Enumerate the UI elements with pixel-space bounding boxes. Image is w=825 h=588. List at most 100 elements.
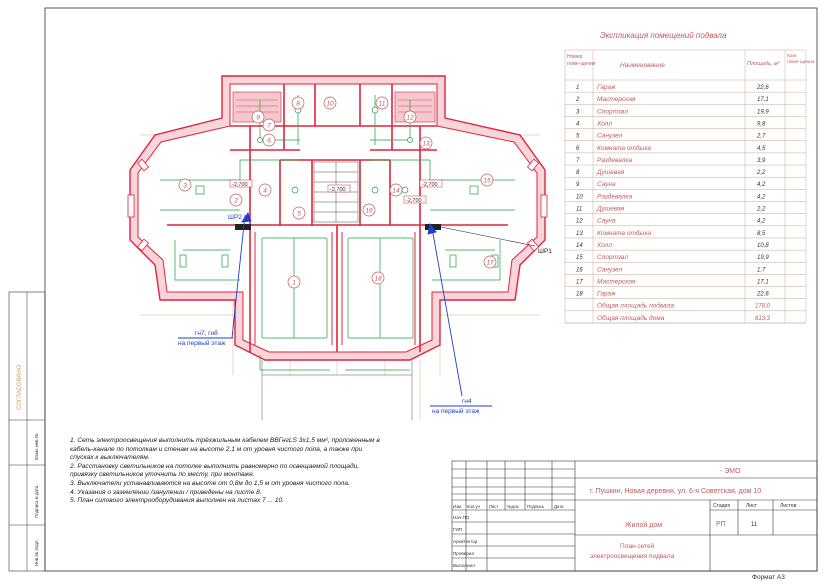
room-number-label: 4 — [263, 187, 267, 194]
stamp-col-header: Изм. — [453, 504, 462, 509]
room-number-label: 17 — [486, 259, 494, 266]
stamp-role: Нач.ПО — [453, 515, 470, 520]
explic-row-num: 9 — [576, 182, 580, 188]
room-number-label: 12 — [406, 114, 414, 121]
explic-row-name: Сауна — [597, 218, 616, 225]
note-line: 2. Расстановку светильников на потолке в… — [70, 462, 360, 470]
explic-row-num: 11 — [576, 207, 582, 213]
room-number-circle — [291, 96, 305, 110]
room-number-label: 14 — [392, 187, 400, 194]
level-marks: -2,700 -2,700 -2,700 -2,700 — [229, 179, 443, 204]
explication-title: Экспликация помещений подвала — [600, 31, 727, 40]
explic-row-num: 17 — [576, 279, 583, 285]
explic-row-area: 22,6 — [756, 85, 769, 91]
room-number-label: 2 — [233, 197, 238, 204]
explic-row-name: Мастерская — [597, 278, 636, 285]
stamp-format: Формат А3 — [752, 574, 785, 581]
level-mark-c: -2,700 — [330, 187, 346, 193]
explic-row-area: 19,9 — [757, 109, 769, 115]
stamp-stage-h: Стадия — [713, 503, 730, 509]
label-first-floor-b: на первый этаж — [432, 407, 480, 415]
explic-row-name: Раздевалка — [597, 192, 632, 200]
room-number-label: 10 — [326, 100, 334, 107]
room-number-circle — [292, 206, 306, 220]
room-number-circle — [480, 173, 494, 187]
level-mark-b: -2,700 — [422, 182, 438, 188]
general-notes: 1. Сеть электроосвещения выполнить трёхж… — [70, 437, 490, 506]
explic-total-value: 178,0 — [755, 304, 771, 310]
explic-row-name: Санузел — [597, 266, 623, 273]
stamp-col-header: №док. — [507, 504, 520, 509]
note-line: спусках к выключателям. — [70, 454, 150, 462]
room-number-circle — [262, 118, 276, 132]
sheet-frame — [44, 7, 818, 572]
explic-head-cat: поме-щения — [787, 60, 815, 65]
explic-row-num: 6 — [576, 146, 580, 152]
note-line: привязку светильников уточнить по месту,… — [70, 471, 255, 479]
stamp-code: - ЭМО — [720, 468, 741, 475]
distribution-panels — [235, 224, 536, 247]
explic-row-name: Гараж — [597, 291, 616, 298]
explic-row-name: Гараж — [597, 84, 616, 91]
label-shr1: ШР1 — [538, 248, 552, 255]
side-inv-orig: Инв.№ подл. — [34, 539, 39, 566]
room-number-label: 9 — [256, 114, 260, 121]
title-block — [451, 460, 818, 572]
room-number-label: 7 — [267, 122, 271, 129]
explic-row-area: 17,1 — [757, 279, 769, 285]
room-number-circle — [371, 271, 385, 285]
label-first-floor-a: на первый этаж — [178, 339, 226, 347]
room-number-circle — [262, 133, 276, 147]
label-shr2: ШР2 — [228, 214, 242, 221]
explic-row-name: Комната отдыха — [597, 229, 651, 237]
explic-total-label: Общая площадь дома — [597, 314, 665, 322]
stamp-col-header: Дата — [554, 504, 564, 509]
explic-row-name: Санузел — [597, 133, 623, 140]
note-line: 3. Выключатели устанавливаются на высоте… — [70, 479, 350, 487]
explic-row-num: 7 — [576, 158, 580, 164]
note-line: 4. Указания о заземлении /занулении / пр… — [70, 488, 262, 496]
room-number-label: 8 — [296, 100, 300, 107]
explic-row-name: Спортзал — [597, 254, 628, 261]
explic-row-num: 1 — [576, 85, 579, 91]
explic-row-name: Душевая — [596, 169, 625, 176]
room-number-circle — [323, 96, 337, 110]
side-inv: Взам. инв.№ — [34, 433, 39, 460]
explic-row-num: 15 — [576, 255, 583, 261]
room-number-circle — [362, 203, 376, 217]
stamp-address: г. Пушкин, Новая деревня, ул. 6-я Советс… — [590, 488, 761, 495]
explic-row-area: 1,7 — [757, 267, 766, 273]
explic-row-area: 10,8 — [757, 243, 769, 249]
stamp-drawing-line1: План сетей — [620, 542, 655, 550]
note-line: 1. Сеть электроосвещения выполнить трёхж… — [70, 437, 380, 444]
room-number-label: 5 — [297, 210, 301, 217]
stamp-col-header: Лист — [489, 504, 498, 509]
stamp-sheet-h: Лист — [746, 503, 758, 509]
explic-row-area: 2,2 — [756, 207, 766, 213]
room-number-circle — [287, 275, 301, 289]
stamp-role: Выполнил — [453, 563, 475, 568]
room-number-label: 16 — [365, 207, 373, 214]
explication-table: Экспликация помещений подвала Номерпоме-… — [564, 31, 815, 324]
label-n7n8: гн7, гн8 — [195, 330, 218, 337]
room-number-circle — [419, 136, 433, 150]
explic-row-name: Комната отдыха — [597, 144, 651, 152]
label-n4: гн4 — [462, 398, 472, 405]
stamp-role: Архитектор — [453, 539, 478, 544]
room-number-circle — [389, 183, 403, 197]
riser-arrows — [178, 212, 492, 407]
note-line: кабель-канале по потолкам и стенам на вы… — [70, 445, 363, 453]
explic-row-num: 8 — [576, 170, 580, 176]
room-number-label: 13 — [422, 140, 430, 147]
room-number-label: 18 — [374, 275, 382, 282]
room-number-label: 15 — [483, 177, 491, 184]
explic-row-area: 4,5 — [757, 146, 766, 152]
floor-plan: -2,700 -2,700 -2,700 -2,700 123456789101… — [127, 75, 552, 420]
explic-row-name: Холл — [596, 242, 612, 249]
level-mark-d: -2,700 — [406, 198, 422, 204]
explic-row-num: 18 — [576, 292, 583, 298]
stamp-stage: РП — [716, 521, 726, 528]
room-number-label: 11 — [379, 100, 386, 107]
